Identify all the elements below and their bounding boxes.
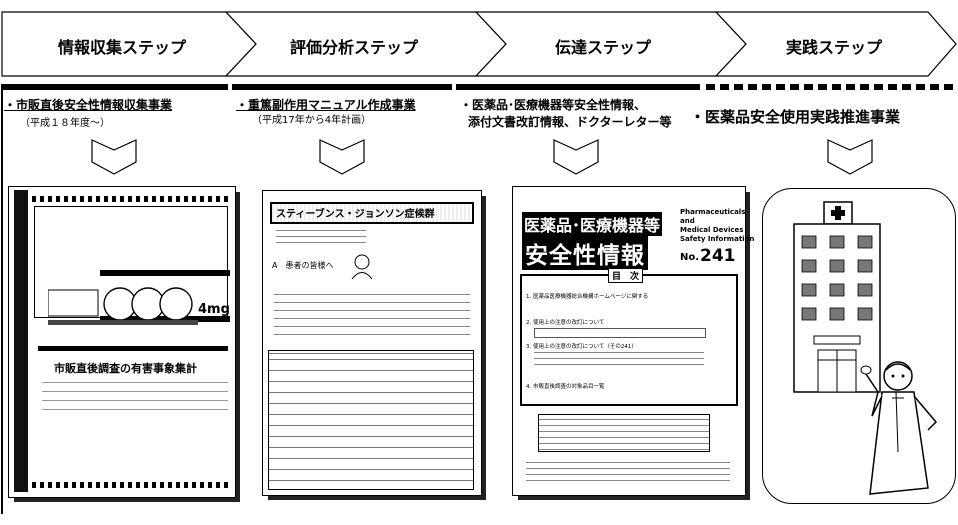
doctor-figure-icon bbox=[860, 361, 938, 495]
manual-section-label: A 患者の皆様へ bbox=[272, 261, 334, 270]
english-title-2: and bbox=[680, 217, 695, 225]
manual-title: スティーブンス・ジョンソン症候群 bbox=[276, 209, 435, 220]
step-label-communication: 伝達ステップ bbox=[555, 38, 652, 57]
document-sjs-manual: スティーブンス・ジョンソン症候群 A 患者の皆様へ bbox=[262, 190, 488, 502]
manual-body-lines bbox=[274, 294, 470, 338]
manual-meta-lines bbox=[276, 230, 366, 244]
item-sub-collection: （平成１８年度～） bbox=[20, 118, 110, 129]
step-label-evaluation: 評価分析ステップ bbox=[290, 38, 419, 57]
issue-number: 241 bbox=[700, 246, 736, 266]
footer-notice-box bbox=[538, 414, 710, 452]
manual-callout-box bbox=[268, 350, 474, 490]
masthead-line2: 安全性情報 bbox=[522, 236, 648, 270]
survey-heading: 市販直後調査の有害事象集計 bbox=[54, 362, 197, 375]
hospital-icon bbox=[793, 201, 881, 393]
doc-bottom-rule bbox=[32, 482, 228, 488]
doc-band-2 bbox=[100, 316, 230, 322]
issue-prefix: No. bbox=[680, 252, 700, 263]
doc-top-rule bbox=[32, 196, 228, 202]
step-label-practice: 実践ステップ bbox=[786, 38, 883, 57]
chevron-down-icon bbox=[91, 139, 137, 175]
english-title-3: Medical Devices bbox=[680, 226, 744, 234]
chevron-down-icon bbox=[827, 139, 873, 175]
footer-lines bbox=[526, 462, 730, 484]
toc-item: 2. 使用上の注意の改訂について bbox=[526, 320, 605, 326]
doc-band-3 bbox=[38, 346, 228, 351]
toc-sub-lines bbox=[534, 352, 704, 368]
chevron-down-icon bbox=[553, 139, 599, 175]
step-arrows bbox=[1, 11, 957, 77]
doc-page bbox=[8, 186, 236, 498]
english-title-1: Pharmaceuticals bbox=[680, 208, 746, 216]
document-survey-report: 4mg 市販直後調査の有害事象集計 bbox=[8, 186, 242, 504]
step-label-collection: 情報収集ステップ bbox=[58, 38, 187, 57]
english-title-4: Safety Information bbox=[680, 235, 755, 243]
doc-band-1 bbox=[100, 270, 230, 276]
item-sub-manual: （平成17年から4年計画） bbox=[252, 115, 372, 126]
divider-bar-3 bbox=[456, 84, 700, 90]
divider-bar-1 bbox=[2, 84, 228, 90]
item-title-manual: ・重篤副作用マニュアル作成事業 bbox=[236, 98, 416, 112]
pill-circles-image bbox=[48, 287, 198, 325]
toc-item: 4. 市販直後調査の対象品目一覧 bbox=[526, 384, 605, 390]
doc-body-lines bbox=[42, 382, 228, 418]
masthead-line1: 医薬品･医療機器等 bbox=[522, 212, 663, 236]
doctor-icon bbox=[351, 254, 373, 280]
left-margin-rule bbox=[1, 84, 3, 514]
item-title-practice: ・医薬品安全使用実践推進事業 bbox=[690, 108, 901, 126]
divider-bar-2 bbox=[232, 84, 452, 90]
item-title-info-line1: ・医薬品･医療機器等安全性情報、 bbox=[460, 98, 647, 112]
step-arrow-4 bbox=[714, 11, 957, 77]
toc-sub-lines bbox=[534, 328, 706, 338]
item-title-info-line2: 添付文書改訂情報、ドクターレター等 bbox=[468, 115, 672, 129]
item-title-collection: ・市販直後安全性情報収集事業 bbox=[4, 98, 173, 112]
manual-title-box bbox=[270, 202, 474, 224]
toc-item: 3. 使用上の注意の改訂について（その241） bbox=[526, 344, 637, 350]
divider-bar-dashed bbox=[706, 84, 956, 90]
toc-item: 1. 医薬品医療機器総合機構ホームページに関する bbox=[526, 294, 649, 300]
document-safety-info: 医薬品･医療機器等 安全性情報 Pharmaceuticals and Medi… bbox=[512, 186, 755, 502]
dosage-label: 4mg bbox=[198, 302, 230, 317]
chevron-down-icon bbox=[319, 139, 365, 175]
doc-left-band bbox=[14, 190, 28, 492]
contents-label: 目 次 bbox=[608, 268, 644, 283]
